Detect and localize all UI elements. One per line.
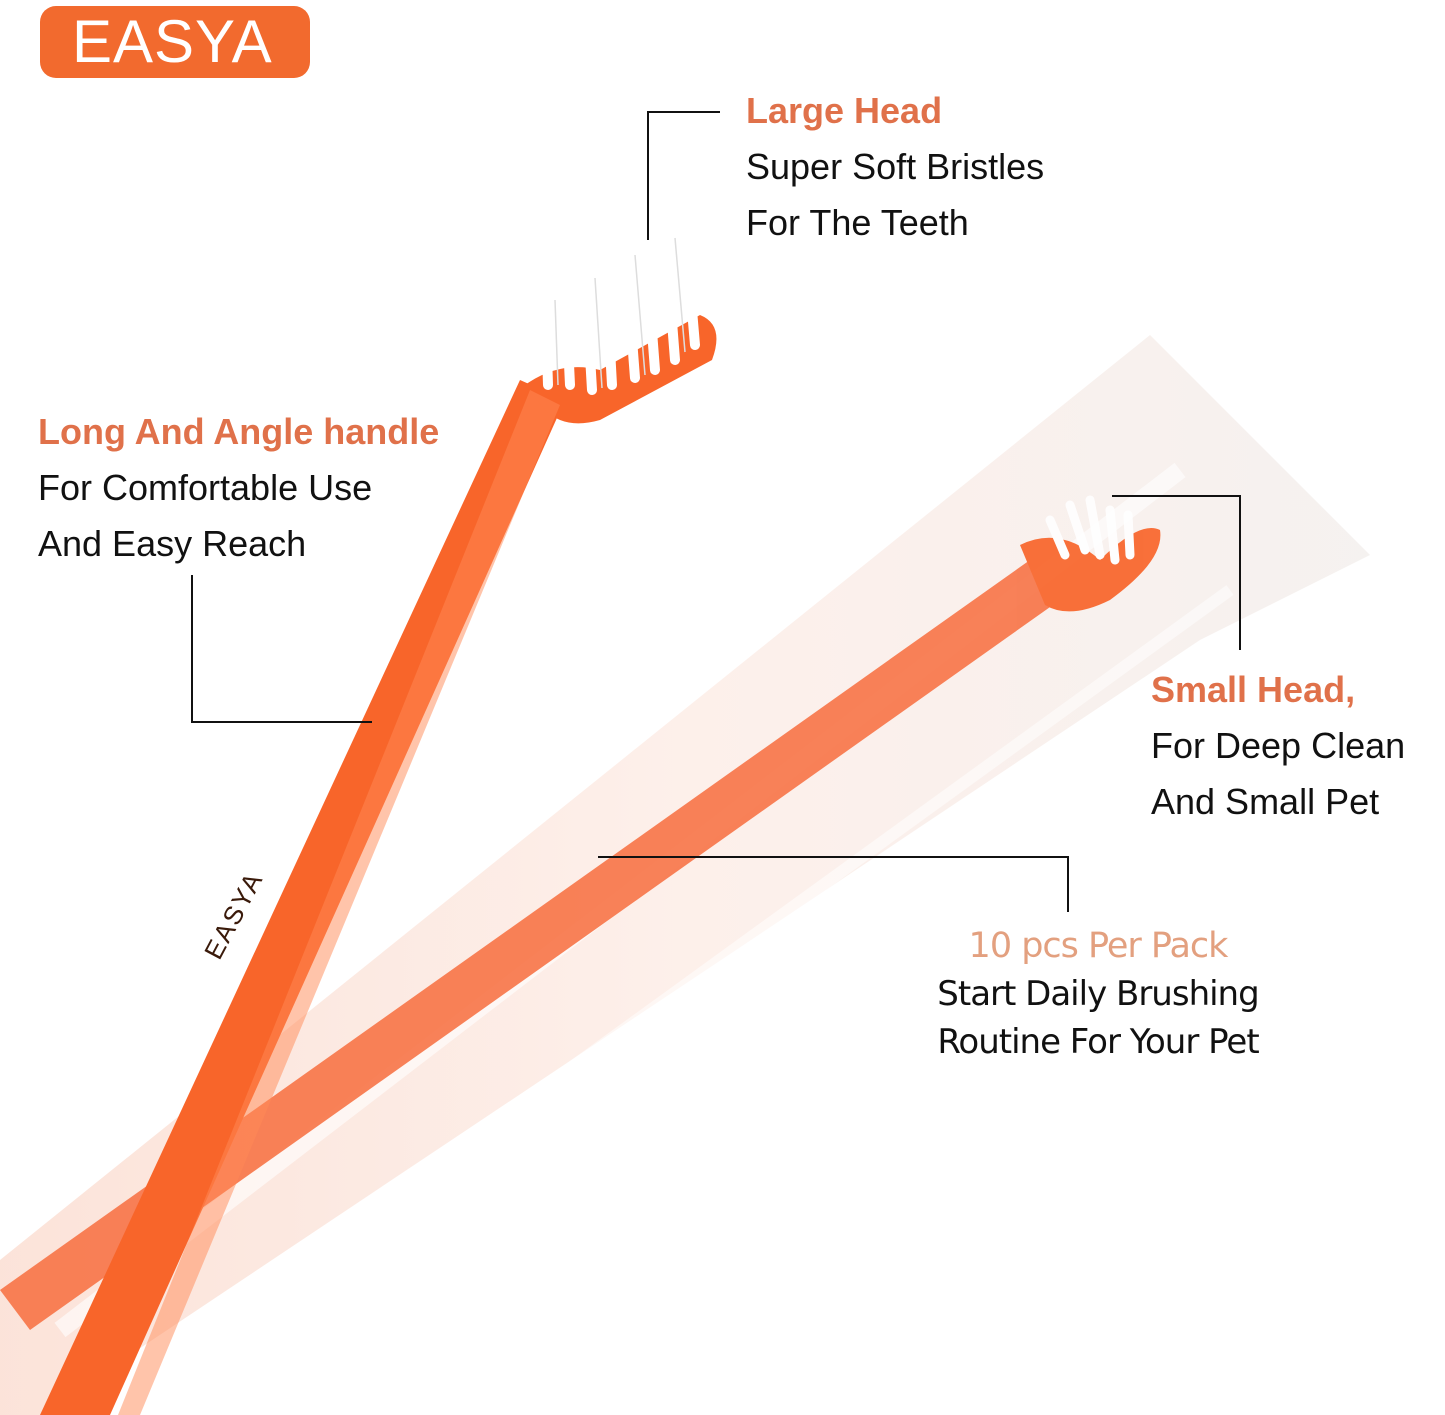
callout-small-head: Small Head, For Deep Clean And Small Pet — [1151, 662, 1405, 830]
callout-title: Small Head, — [1151, 669, 1356, 710]
callout-pack: 10 pcs Per Pack Start Daily Brushing Rou… — [900, 922, 1296, 1066]
callout-handle: Long And Angle handle For Comfortable Us… — [38, 404, 439, 572]
callout-line: For The Teeth — [746, 202, 969, 243]
callout-line: And Small Pet — [1151, 781, 1380, 822]
callout-title: Large Head — [746, 90, 943, 131]
callout-line: For Deep Clean — [1151, 725, 1406, 766]
callout-large-head: Large Head Super Soft Bristles For The T… — [746, 83, 1044, 251]
callout-line: And Easy Reach — [38, 523, 307, 564]
callout-title: Long And Angle handle — [38, 411, 440, 452]
callout-line: Routine For Your Pet — [937, 1022, 1259, 1062]
large-toothbrush — [40, 223, 717, 1415]
callout-line: For Comfortable Use — [38, 467, 373, 508]
callout-line: Super Soft Bristles — [746, 146, 1045, 187]
callout-title: 10 pcs Per Pack — [968, 926, 1229, 966]
leader-lines — [191, 111, 1241, 912]
callout-line: Start Daily Brushing — [937, 974, 1259, 1014]
small-toothbrush — [0, 495, 1161, 1330]
brand-logo: EASYA — [40, 6, 310, 78]
